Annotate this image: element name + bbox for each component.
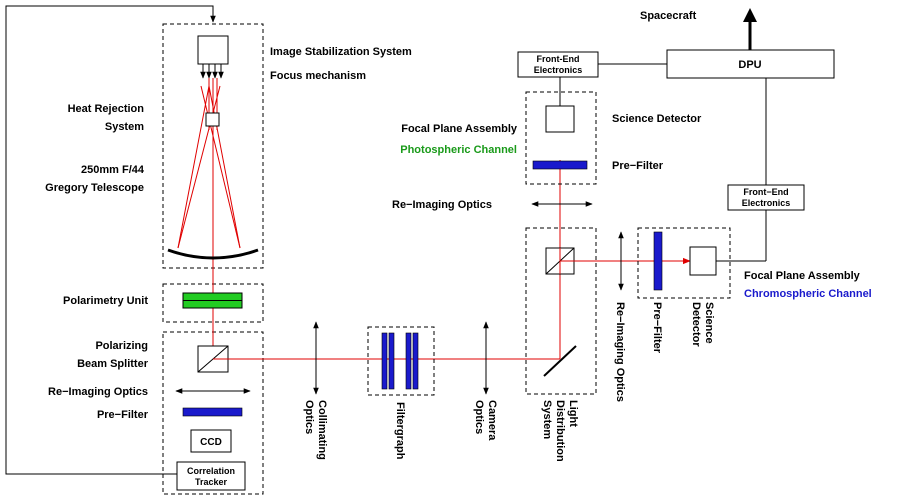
- front-end-electronics-right: [727, 184, 805, 211]
- pbs-label-2: Beam Splitter: [77, 358, 149, 370]
- filtergraph-plate-2: [388, 332, 395, 390]
- dpu-label: DPU: [738, 59, 761, 71]
- polarimetry-unit-label: Polarimetry Unit: [63, 295, 148, 307]
- photospheric-channel-label: Photospheric Channel: [400, 144, 517, 156]
- spacecraft-label: Spacecraft: [640, 10, 697, 22]
- image-stabilization-block: [197, 35, 229, 65]
- lds-label-2: Distribution: [554, 400, 566, 462]
- fee-top-label-1: Front-End: [537, 54, 580, 64]
- focus-label: Focus mechanism: [270, 70, 366, 82]
- photospheric-fpa-enclosure: [525, 91, 597, 185]
- pre-filter-top-label: Pre−Filter: [612, 160, 664, 172]
- heat-rejection-label-2: System: [105, 121, 144, 133]
- collimating-label-1: Collimating: [316, 400, 328, 460]
- lds-fold-mirror: [543, 345, 577, 377]
- fpa-bottom-label: Focal Plane Assembly: [744, 270, 861, 282]
- photospheric-science-detector: [545, 105, 575, 133]
- spacecraft-arrowhead: [743, 8, 757, 22]
- filtergraph-enclosure: [367, 326, 435, 396]
- filtergraph-plate-4: [412, 332, 419, 390]
- chromospheric-channel-label: Chromospheric Channel: [744, 288, 872, 300]
- primary-mirror: [167, 248, 259, 260]
- correlation-tracker-block: [176, 461, 246, 491]
- pre-filter-left: [182, 407, 243, 417]
- pre-filter-chromo-label: Pre−Filter: [651, 302, 663, 354]
- secondary-mirror: [205, 112, 220, 127]
- fpa-top-label: Focal Plane Assembly: [401, 123, 518, 135]
- lds-label-1: Light: [567, 400, 579, 427]
- reimaging-optics-mid-label: Re−Imaging Optics: [392, 199, 492, 211]
- science-detector-top-label: Science Detector: [612, 113, 702, 125]
- photospheric-pre-filter: [532, 160, 588, 170]
- iss-label: Image Stabilization System: [270, 46, 412, 58]
- chromospheric-science-detector: [689, 246, 717, 276]
- heat-rejection-label-1: Heat Rejection: [68, 103, 145, 115]
- chromospheric-fpa-enclosure: [637, 227, 731, 299]
- correlation-label-2: Tracker: [195, 477, 228, 487]
- science-detector-label-1: Science: [703, 302, 715, 344]
- fee-top-label-2: Electronics: [534, 65, 583, 75]
- filtergraph-label: Filtergraph: [394, 402, 406, 460]
- lds-label-3: System: [541, 400, 553, 439]
- pbs-label-1: Polarizing: [95, 340, 148, 352]
- ccd-label: CCD: [200, 437, 222, 448]
- telescope-label-1: 250mm F/44: [81, 164, 145, 176]
- camera-label-2: Optics: [473, 400, 485, 434]
- iss-down-arrows: [200, 64, 224, 79]
- collimating-label-2: Optics: [303, 400, 315, 434]
- filtergraph-plate-3: [405, 332, 412, 390]
- reimaging-optics-chromo-label: Re−Imaging Optics: [614, 302, 626, 402]
- camera-label-1: Camera: [486, 400, 498, 441]
- dpu-block: [666, 49, 835, 79]
- fee-right-label-2: Electronics: [742, 198, 791, 208]
- reimaging-optics-left-label: Re−Imaging Optics: [48, 386, 148, 398]
- pre-filter-left-label: Pre−Filter: [97, 409, 149, 421]
- science-detector-label-2: Detector: [690, 302, 702, 347]
- telescope-label-2: Gregory Telescope: [45, 182, 144, 194]
- correlation-label-1: Correlation: [187, 466, 235, 476]
- chromospheric-pre-filter: [653, 231, 663, 291]
- feedback-loop-line: [5, 5, 216, 475]
- filtergraph-plate-1: [381, 332, 388, 390]
- ccd-block: [190, 429, 232, 453]
- fee-right-label-1: Front−End: [743, 187, 788, 197]
- light-distribution-enclosure: [525, 227, 597, 395]
